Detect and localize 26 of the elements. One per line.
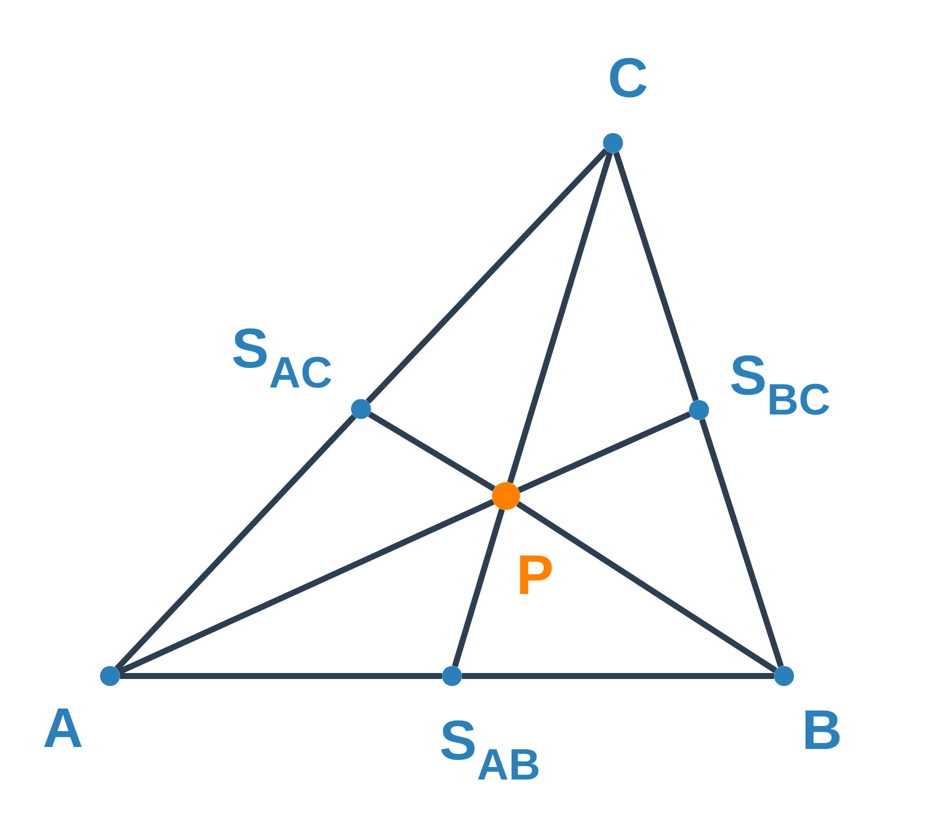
point-label: S$_{BC}$ [730, 348, 830, 422]
point-label: C [608, 50, 648, 106]
point-dot [603, 133, 623, 153]
point-label: S$_{AB}$ [440, 712, 540, 788]
point-dot [689, 400, 709, 420]
point-label: S$_{AC}$ [232, 320, 332, 396]
point-label: P [516, 547, 554, 603]
point-label: A [42, 700, 84, 756]
line-segment [462, 673, 774, 679]
line-segment [613, 152, 699, 402]
line-segment [120, 673, 442, 679]
point-dot [442, 666, 462, 686]
line-segment [518, 411, 692, 494]
point-dot [492, 482, 520, 510]
line-segment [452, 508, 505, 668]
line-segment [366, 148, 608, 404]
line-segment [118, 499, 494, 675]
line-segment [699, 418, 784, 668]
point-dot [774, 666, 794, 686]
point-dot [100, 666, 120, 686]
line-segment [507, 152, 613, 484]
line-segment [114, 414, 356, 671]
point-label: B [802, 702, 842, 758]
line-segment [368, 412, 496, 492]
line-segment [516, 501, 778, 674]
point-dot [351, 399, 371, 419]
